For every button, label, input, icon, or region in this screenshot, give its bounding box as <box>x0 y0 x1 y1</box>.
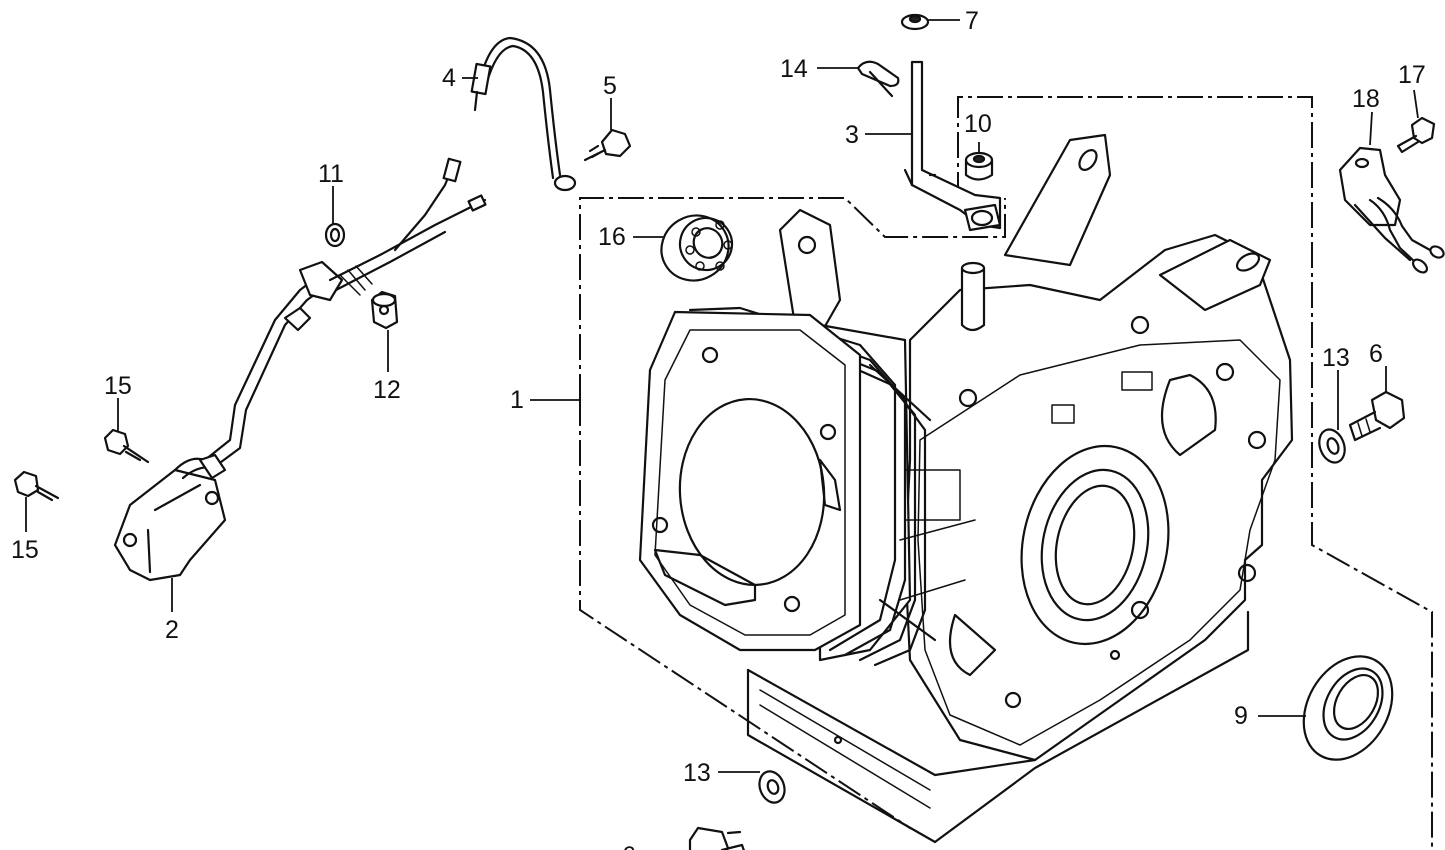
screw <box>1396 116 1436 154</box>
assembly-boundary <box>579 96 1433 850</box>
callout-16: 16 <box>598 223 626 251</box>
bracket <box>903 60 1002 232</box>
ignition-coil <box>113 157 487 582</box>
flange-bolt-15b <box>13 470 60 502</box>
callout-15-bottom: 15 <box>11 536 39 564</box>
crankcase-block <box>638 133 1294 844</box>
oil-seal <box>1302 655 1394 761</box>
flange-bolt <box>583 128 632 162</box>
grommet <box>964 151 994 181</box>
callout-3: 3 <box>845 121 859 149</box>
nut <box>370 290 399 330</box>
callout-4: 4 <box>442 64 456 92</box>
callout-15-top: 15 <box>104 372 132 400</box>
callout-6-bottom: 6 <box>622 842 636 850</box>
leader-lines <box>25 19 1419 773</box>
washer <box>324 222 346 248</box>
ball-bearing <box>660 214 734 282</box>
callout-13-right: 13 <box>1322 344 1350 372</box>
callout-11: 11 <box>318 160 344 188</box>
callout-9: 9 <box>1234 702 1248 730</box>
callout-17: 17 <box>1398 61 1426 89</box>
callout-labels: 1 2 3 4 5 6 6 7 9 10 11 12 13 13 14 15 1… <box>11 7 1426 850</box>
rubber-cap <box>900 13 930 31</box>
callout-18: 18 <box>1352 85 1380 113</box>
callout-14: 14 <box>780 55 808 83</box>
callout-6-right: 6 <box>1369 340 1383 368</box>
washer-right <box>1318 428 1346 464</box>
wire-clip <box>856 60 900 98</box>
callout-1: 1 <box>510 386 524 414</box>
flange-bolt-15a <box>103 428 150 464</box>
ground-lead <box>470 36 577 192</box>
callout-5: 5 <box>603 72 617 100</box>
callout-10: 10 <box>964 110 992 138</box>
callout-7: 7 <box>965 7 979 35</box>
washer-bottom <box>758 770 786 804</box>
callout-12: 12 <box>373 376 401 404</box>
callout-2: 2 <box>165 616 179 644</box>
switch-module <box>1338 146 1445 274</box>
flange-bolt-bottom <box>688 826 745 850</box>
callout-13-bottom: 13 <box>683 759 711 787</box>
flange-bolt-right <box>1348 390 1406 442</box>
